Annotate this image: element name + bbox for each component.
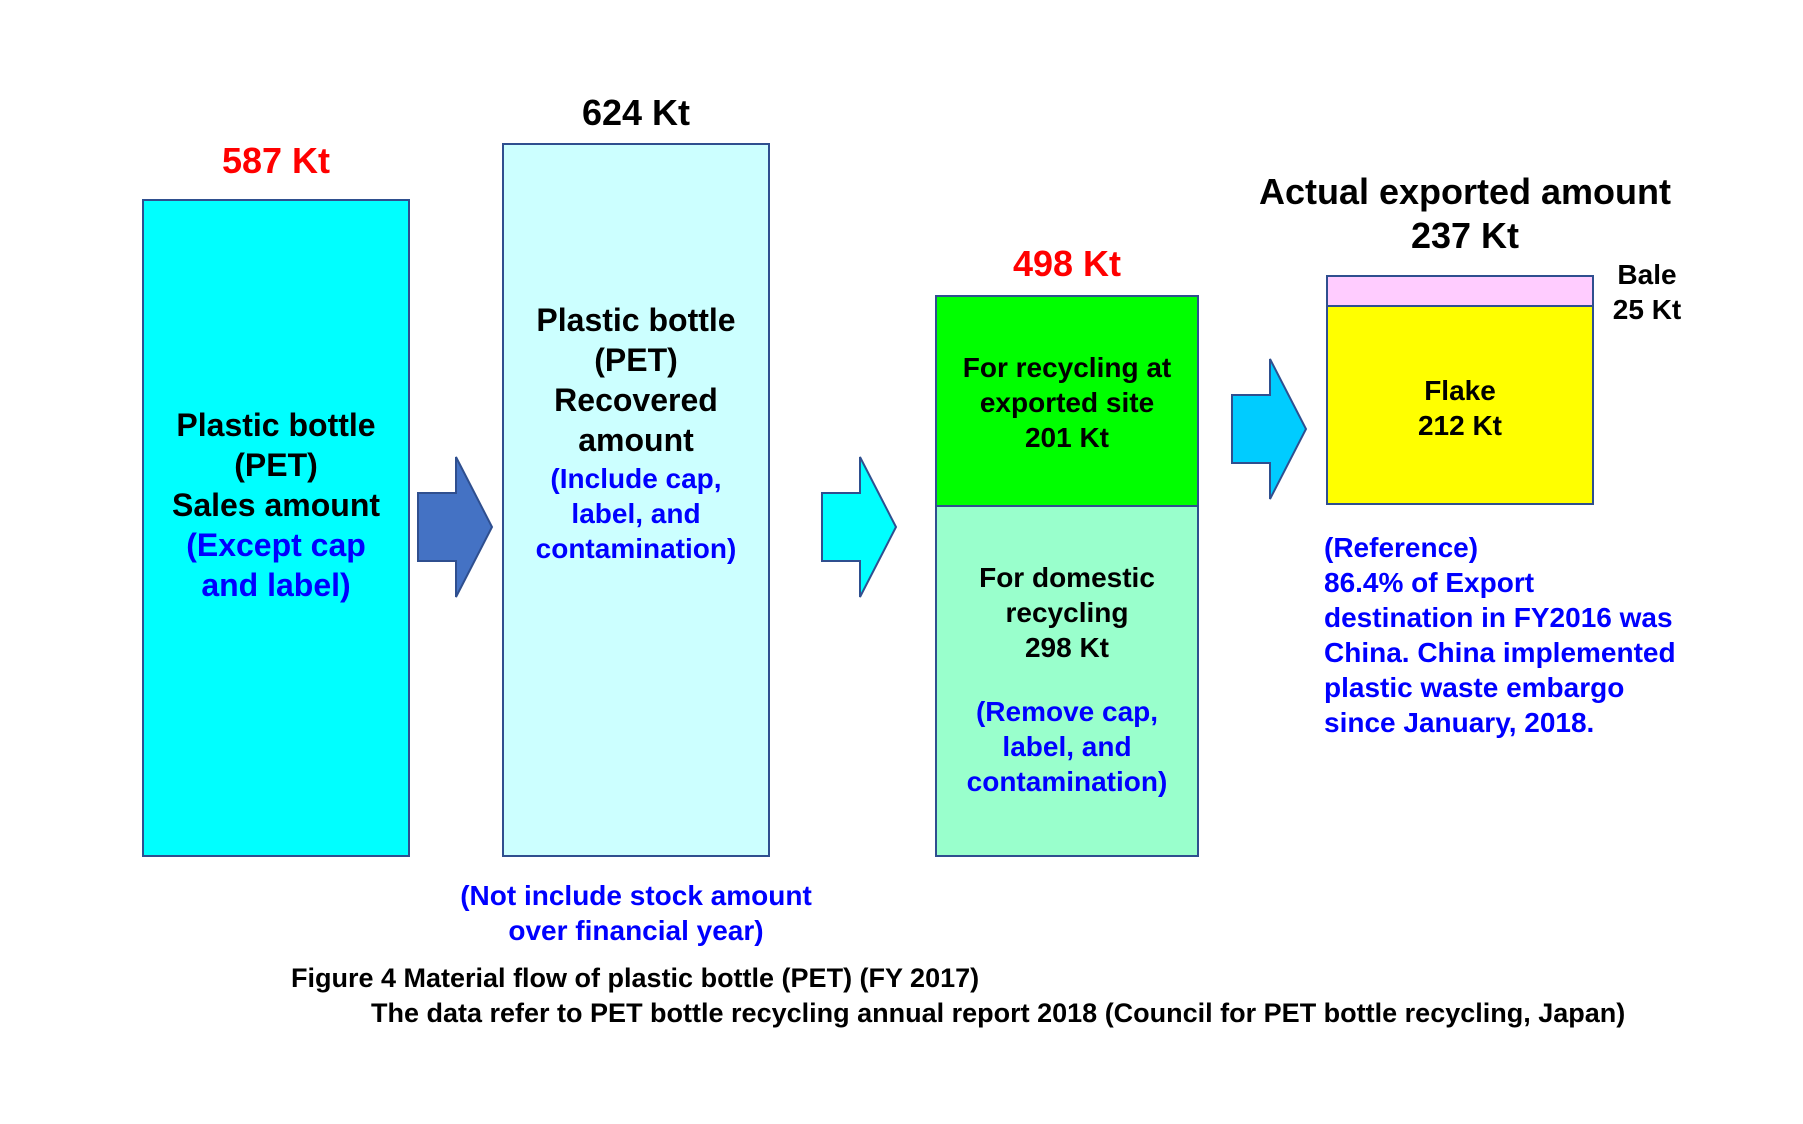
- reference-note-line: 86.4% of Export: [1324, 567, 1535, 598]
- sales-label-line: (PET): [234, 447, 318, 483]
- recycling-amount: 498 Kt: [1012, 243, 1122, 284]
- reference-note-line: plastic waste embargo: [1324, 672, 1625, 703]
- reference-note-line: (Reference): [1324, 532, 1479, 563]
- bale-label-line: 25 Kt: [1612, 294, 1682, 325]
- recovered-footnote-line: (Not include stock amount: [460, 880, 812, 911]
- domestic-note-line: contamination): [966, 766, 1168, 797]
- export-site-label: For recycling at exported site 201 Kt: [935, 350, 1199, 455]
- export-title: Actual exported amount 237 Kt: [1220, 170, 1710, 258]
- recovered-label-line: Recovered: [554, 382, 718, 418]
- flake-box: [1326, 305, 1594, 505]
- domestic-note-line: label, and: [1002, 731, 1132, 762]
- export-title-line: Actual exported amount: [1258, 171, 1672, 212]
- figure-source: The data refer to PET bottle recycling a…: [371, 998, 1626, 1028]
- bale-box: [1326, 275, 1594, 307]
- sales-label-line: Plastic bottle: [176, 407, 376, 443]
- export-site-label-line: For recycling at: [962, 352, 1172, 383]
- flake-label-line: Flake: [1424, 375, 1496, 406]
- recovered-note-line: (Include cap,: [550, 463, 722, 494]
- bale-label-line: Bale: [1617, 259, 1677, 290]
- recovered-note-line: label, and: [571, 498, 701, 529]
- flake-label-line: 212 Kt: [1417, 410, 1503, 441]
- reference-note: (Reference) 86.4% of Export destination …: [1324, 530, 1676, 740]
- recovered-label-line: amount: [578, 422, 694, 458]
- sales-box: [142, 199, 410, 857]
- recovered-box: [502, 143, 770, 857]
- export-site-label-line: exported site: [979, 387, 1155, 418]
- bale-label: Bale 25 Kt: [1602, 257, 1692, 327]
- export-title-line: 237 Kt: [1410, 215, 1520, 256]
- right-arrow-icon: [417, 456, 494, 598]
- right-arrow-icon: [821, 456, 898, 598]
- recovered-note: (Include cap, label, and contamination): [502, 461, 770, 566]
- domestic-label-line: 298 Kt: [1024, 632, 1110, 663]
- figure-caption: Figure 4 Material flow of plastic bottle…: [291, 963, 980, 993]
- sales-label-line: Sales amount: [171, 487, 381, 523]
- recovered-label: Plastic bottle (PET) Recovered amount: [502, 300, 770, 460]
- reference-note-line: since January, 2018.: [1324, 707, 1595, 738]
- reference-note-line: China. China implemented: [1324, 637, 1676, 668]
- domestic-box: [935, 505, 1199, 857]
- recovered-amount: 624 Kt: [581, 92, 691, 133]
- sales-note-line: and label): [201, 567, 351, 603]
- domestic-note: (Remove cap, label, and contamination): [935, 694, 1199, 799]
- recovered-label-line: Plastic bottle: [536, 302, 736, 338]
- sales-amount: 587 Kt: [221, 140, 331, 181]
- export-site-label-line: 201 Kt: [1024, 422, 1110, 453]
- recovered-label-line: (PET): [594, 342, 678, 378]
- recovered-footnote: (Not include stock amount over financial…: [430, 878, 842, 948]
- reference-note-line: destination in FY2016 was: [1324, 602, 1673, 633]
- recovered-note-line: contamination): [535, 533, 737, 564]
- recovered-footnote-line: over financial year): [508, 915, 764, 946]
- domestic-label-line: For domestic: [979, 562, 1155, 593]
- flake-label: Flake 212 Kt: [1326, 373, 1594, 443]
- sales-label: Plastic bottle (PET) Sales amount (Excep…: [142, 405, 410, 605]
- domestic-label-line: recycling: [1005, 597, 1129, 628]
- domestic-label: For domestic recycling 298 Kt: [935, 560, 1199, 665]
- sales-note-line: (Except cap: [186, 527, 366, 563]
- right-arrow-icon: [1231, 358, 1308, 500]
- domestic-note-line: (Remove cap,: [975, 696, 1159, 727]
